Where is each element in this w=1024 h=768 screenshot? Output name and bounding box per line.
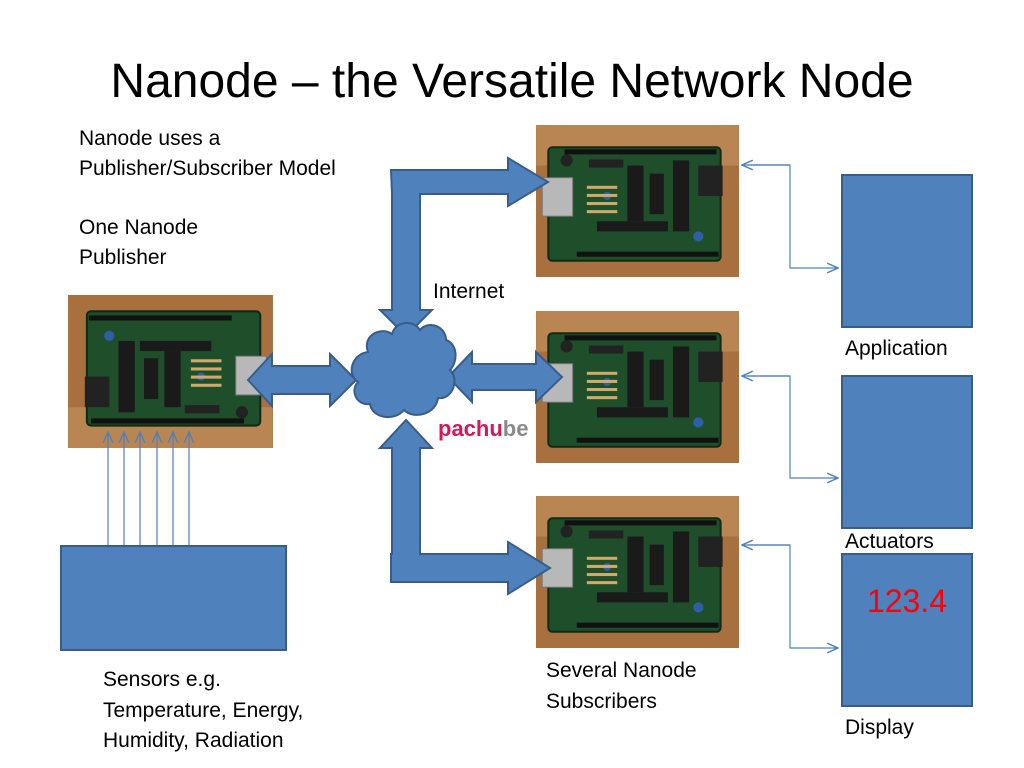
intro-line-1: Nanode uses a xyxy=(79,127,221,150)
subscribers-label-line-1: Several Nanode xyxy=(546,659,697,682)
bottom-feed-arrow xyxy=(377,418,552,596)
application-box xyxy=(841,174,973,328)
intro-line-2: Publisher/Subscriber Model xyxy=(79,157,336,180)
output-connectors xyxy=(742,165,838,648)
sensors-box xyxy=(60,545,287,651)
sensors-label-line-3: Humidity, Radiation xyxy=(103,729,284,752)
circuit-board-icon xyxy=(536,496,739,648)
subscribers-label-line-2: Subscribers xyxy=(546,690,657,713)
cloud-subscriber-arrow xyxy=(446,349,564,405)
sensors-label-line-1: Sensors e.g. xyxy=(103,668,221,691)
subscriber-board-photo-1 xyxy=(536,125,739,277)
display-readout: 123.4 xyxy=(866,583,948,619)
circuit-board-icon xyxy=(536,311,739,463)
sensor-wires xyxy=(108,432,189,545)
subscriber-board-photo-2 xyxy=(536,311,739,463)
internet-label: Internet xyxy=(433,280,505,303)
display-label: Display xyxy=(845,716,914,739)
actuators-label: Actuators xyxy=(845,530,934,553)
subscriber-board-photo-3 xyxy=(536,496,739,648)
pachube-logo: pachube xyxy=(438,416,528,442)
cloud-icon xyxy=(350,322,457,419)
top-feed-arrow xyxy=(377,156,550,338)
intro-line-3: One Nanode xyxy=(79,216,199,239)
pachube-logo-part1: pachu xyxy=(438,416,503,441)
intro-line-4: Publisher xyxy=(79,246,167,269)
pachube-logo-part2: be xyxy=(502,416,529,441)
publisher-cloud-arrow xyxy=(246,351,358,409)
sensors-label-line-2: Temperature, Energy, xyxy=(103,699,304,722)
circuit-board-icon xyxy=(536,125,739,277)
display-box: 123.4 xyxy=(841,553,973,707)
application-label: Application xyxy=(845,337,948,360)
slide-title: Nanode – the Versatile Network Node xyxy=(110,55,914,108)
actuators-box xyxy=(841,375,973,529)
